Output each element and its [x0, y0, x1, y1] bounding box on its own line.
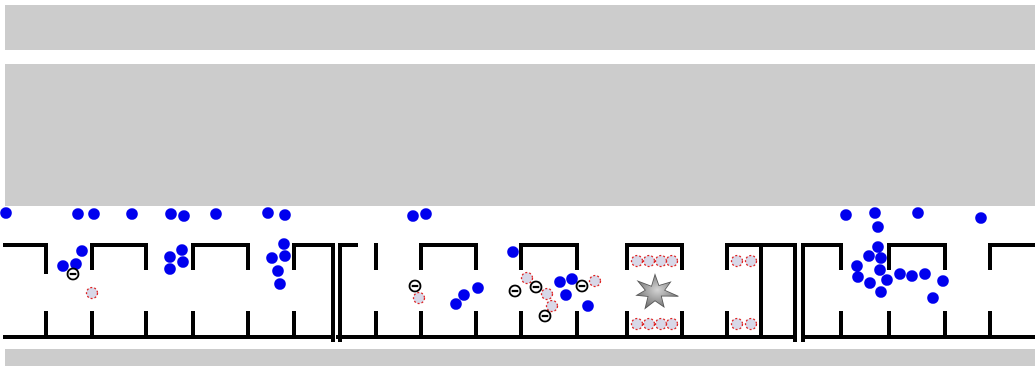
blue-particle — [869, 207, 881, 219]
gray-band — [5, 64, 1035, 206]
dashed-vacancy — [547, 301, 558, 312]
burst-icon — [637, 274, 679, 308]
ion-marker — [410, 281, 421, 292]
dashed-vacancy — [746, 319, 757, 330]
blue-particle — [272, 265, 284, 277]
dashed-vacancy — [656, 256, 667, 267]
ion-marker — [577, 281, 588, 292]
dashed-vacancy — [87, 288, 98, 299]
blue-particle — [278, 238, 290, 250]
gray-band — [5, 5, 1035, 50]
blue-particle — [279, 250, 291, 262]
dashed-vacancy — [656, 319, 667, 330]
dashed-vacancy — [644, 256, 655, 267]
blue-particle — [919, 268, 931, 280]
blue-particle — [420, 208, 432, 220]
blue-particle — [872, 221, 884, 233]
blue-particle — [72, 208, 84, 220]
dashed-vacancy — [522, 273, 533, 284]
blue-particle — [582, 300, 594, 312]
dashed-vacancy — [542, 289, 553, 300]
dashed-vacancy — [732, 256, 743, 267]
blue-particle — [906, 270, 918, 282]
ion-marker — [510, 286, 521, 297]
dashed-vacancy — [746, 256, 757, 267]
blue-particle — [852, 271, 864, 283]
burst-group — [637, 274, 679, 308]
blue-particle — [881, 274, 893, 286]
blue-particle — [875, 286, 887, 298]
dashed-vacancy — [667, 319, 678, 330]
blue-particle — [554, 276, 566, 288]
blue-particle — [176, 244, 188, 256]
blue-particle — [0, 207, 12, 219]
dashed-vacancy — [632, 319, 643, 330]
particles — [0, 207, 987, 312]
blue-particle — [88, 208, 100, 220]
blue-particle — [458, 289, 470, 301]
blue-particle — [874, 264, 886, 276]
ion-marker — [540, 311, 551, 322]
blue-particle — [937, 275, 949, 287]
blue-particle — [894, 268, 906, 280]
blue-particle — [76, 245, 88, 257]
blue-particle — [407, 210, 419, 222]
blue-particle — [864, 277, 876, 289]
blue-particle — [851, 260, 863, 272]
dashed-vacancy — [590, 276, 601, 287]
blue-particle — [875, 252, 887, 264]
blue-particle — [57, 260, 69, 272]
dashed-vacancy — [644, 319, 655, 330]
blue-particle — [164, 263, 176, 275]
blue-particle — [472, 282, 484, 294]
blue-particle — [165, 208, 177, 220]
blue-particle — [450, 298, 462, 310]
blue-particle — [507, 246, 519, 258]
blue-particle — [840, 209, 852, 221]
blue-particle — [872, 241, 884, 253]
blue-particle — [266, 252, 278, 264]
blue-particle — [164, 251, 176, 263]
dashed-vacancy — [414, 293, 425, 304]
dashed-vacancy — [667, 256, 678, 267]
dashed-vacancy — [632, 256, 643, 267]
dashed-vacancy — [732, 319, 743, 330]
ion-marker — [531, 282, 542, 293]
blue-particle — [863, 250, 875, 262]
blue-particle — [262, 207, 274, 219]
blue-particle — [566, 273, 578, 285]
blue-particle — [927, 292, 939, 304]
gray-band — [5, 349, 1035, 366]
blue-particle — [210, 208, 222, 220]
blue-particle — [177, 256, 189, 268]
blue-particle — [279, 209, 291, 221]
blue-particle — [912, 207, 924, 219]
blue-particle — [126, 208, 138, 220]
blue-particle — [274, 278, 286, 290]
blue-particle — [975, 212, 987, 224]
blue-particle — [178, 210, 190, 222]
blue-particle — [560, 289, 572, 301]
ion-marker — [68, 269, 79, 280]
